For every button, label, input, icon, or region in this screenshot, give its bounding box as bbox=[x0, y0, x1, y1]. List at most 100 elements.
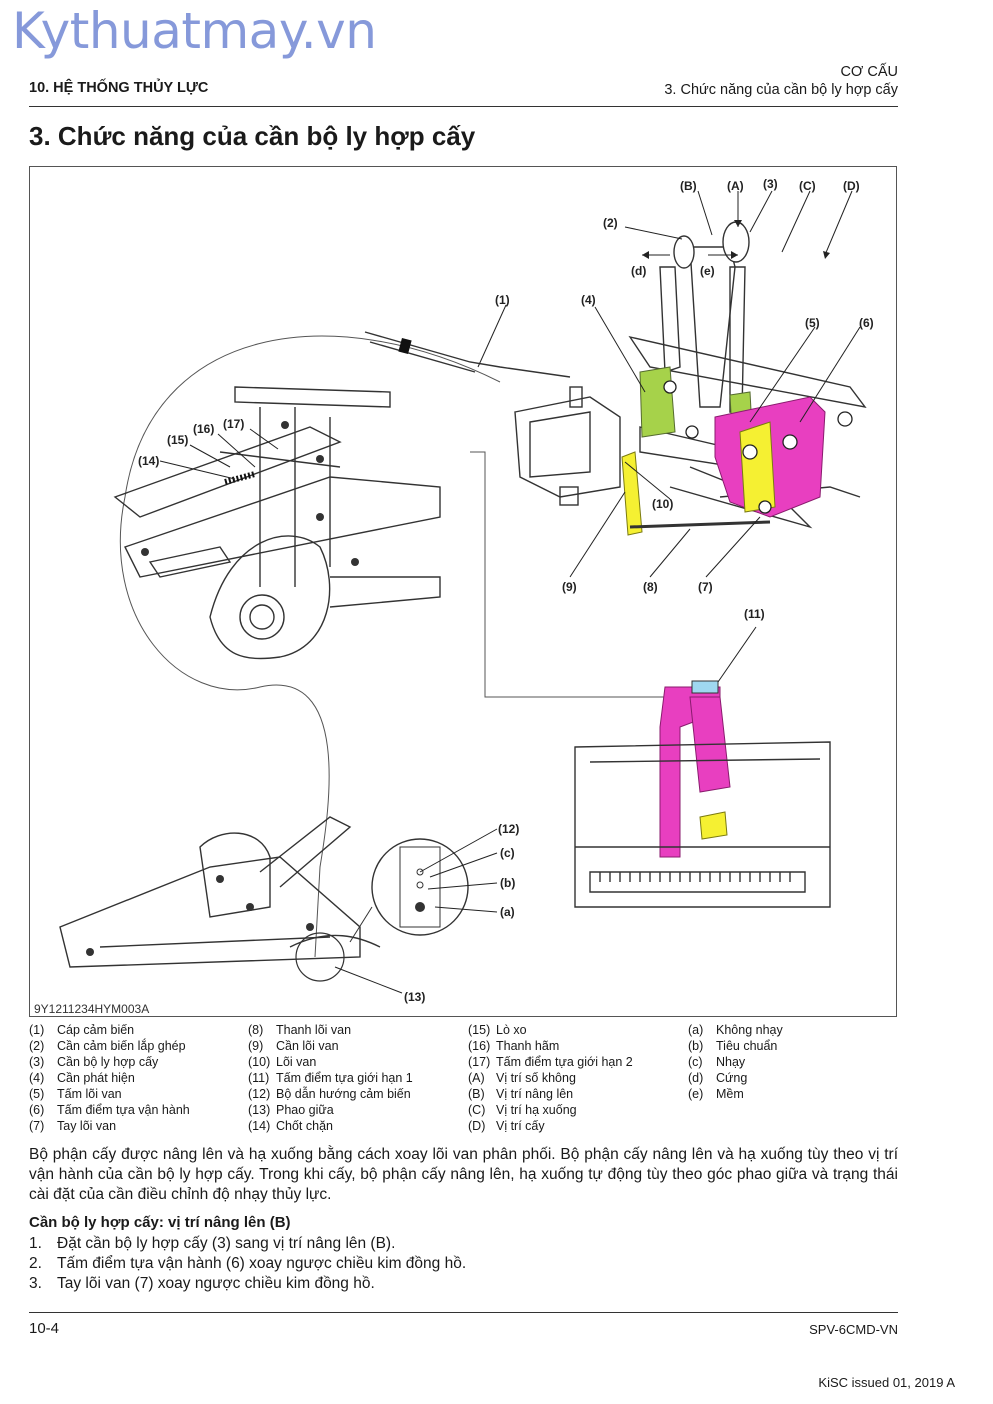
legend-text: Tấm điểm tựa giới hạn 1 bbox=[276, 1071, 413, 1085]
legend-item: (7)Tay lõi van bbox=[29, 1118, 190, 1134]
legend-item: (15) Lò xo bbox=[468, 1022, 633, 1038]
legend-text: Cần lõi van bbox=[276, 1039, 339, 1053]
legend-item: (b)Tiêu chuẩn bbox=[688, 1038, 783, 1054]
legend-key: (13) bbox=[248, 1103, 271, 1117]
header-divider bbox=[29, 106, 898, 107]
legend-item: (4) Cần phát hiện bbox=[29, 1070, 190, 1086]
subheading: Cần bộ ly hợp cấy: vị trí nâng lên (B) bbox=[29, 1214, 291, 1231]
step-number: 3. bbox=[29, 1275, 42, 1292]
legend-key: (5) bbox=[29, 1087, 45, 1101]
header-right: CƠ CẤU 3. Chức năng của cần bộ ly hợp cấ… bbox=[664, 63, 898, 99]
legend-item: (8) Thanh lõi van bbox=[248, 1022, 413, 1038]
step-text: Đặt cần bộ ly hợp cấy (3) sang vị trí nâ… bbox=[57, 1235, 396, 1252]
callout-B: (B) bbox=[680, 179, 697, 193]
legend-key: (9) bbox=[248, 1039, 264, 1053]
legend-key: (15) bbox=[468, 1023, 491, 1037]
callout-d: (d) bbox=[631, 264, 646, 278]
legend-key: (c) bbox=[688, 1055, 703, 1069]
legend-key: (16) bbox=[468, 1039, 491, 1053]
legend-key: (C) bbox=[468, 1103, 486, 1117]
document-code: SPV-6CMD-VN bbox=[809, 1322, 898, 1337]
legend-item: (16)Thanh hãm bbox=[468, 1038, 633, 1054]
header-section: 10. HỆ THỐNG THỦY LỰC bbox=[29, 80, 209, 96]
page-title: 3. Chức năng của cần bộ ly hợp cấy bbox=[29, 121, 476, 151]
step-item: 3.Tay lõi van (7) xoay ngược chiều kim đ… bbox=[29, 1274, 466, 1294]
callout-8: (8) bbox=[643, 580, 658, 594]
legend-key: (2) bbox=[29, 1039, 45, 1053]
legend-text: Cần phát hiện bbox=[57, 1071, 135, 1085]
legend-text: Vị trí hạ xuống bbox=[496, 1103, 577, 1117]
legend-key: (D) bbox=[468, 1119, 486, 1133]
callout-16: (16) bbox=[193, 422, 214, 436]
legend-key: (3) bbox=[29, 1055, 45, 1069]
legend-text: Cần bộ ly hợp cấy bbox=[57, 1055, 159, 1069]
legend-item: (A)Vị trí số không bbox=[468, 1070, 633, 1086]
legend-text: Cứng bbox=[716, 1071, 748, 1085]
legend-item: (2)Cần cảm biến lắp ghép bbox=[29, 1038, 190, 1054]
legend-column-3: (15) Lò xo (16)Thanh hãm (17)Tấm điểm tựa… bbox=[468, 1022, 633, 1134]
legend-key: (B) bbox=[468, 1087, 485, 1101]
legend-text: Mềm bbox=[716, 1087, 744, 1101]
legend-key: (12) bbox=[248, 1087, 271, 1101]
callout-17: (17) bbox=[223, 417, 244, 431]
steps-list: 1.Đặt cần bộ ly hợp cấy (3) sang vị trí … bbox=[29, 1234, 466, 1294]
callout-10: (10) bbox=[652, 497, 673, 511]
callout-3: (3) bbox=[763, 177, 778, 191]
watermark-logo: Kythuatmay.vn bbox=[12, 2, 377, 60]
legend-item: (c) Nhạy bbox=[688, 1054, 783, 1070]
legend-item: (d) Cứng bbox=[688, 1070, 783, 1086]
legend-text: Tiêu chuẩn bbox=[716, 1039, 778, 1053]
legend-key: (d) bbox=[688, 1071, 704, 1085]
legend-text: Tấm lõi van bbox=[57, 1087, 122, 1101]
legend-column-2: (8) Thanh lõi van (9) Cần lõi van (10) Lõi … bbox=[248, 1022, 413, 1134]
legend-key: (8) bbox=[248, 1023, 264, 1037]
legend-key: (10) bbox=[248, 1055, 271, 1069]
legend-item: (3) Cần bộ ly hợp cấy bbox=[29, 1054, 190, 1070]
legend-item: (5) Tấm lõi van bbox=[29, 1086, 190, 1102]
legend-key: (11) bbox=[248, 1071, 270, 1085]
legend-text: Phao giữa bbox=[276, 1103, 334, 1117]
legend-item: (17)Tấm điểm tựa giới hạn 2 bbox=[468, 1054, 633, 1070]
legend-text: Lò xo bbox=[496, 1023, 527, 1037]
legend-item: (14) Chốt chặn bbox=[248, 1118, 413, 1134]
highlight-yellow bbox=[621, 421, 776, 840]
legend-text: Chốt chặn bbox=[276, 1119, 333, 1133]
step-text: Tấm điểm tựa vận hành (6) xoay ngược chi… bbox=[57, 1255, 467, 1272]
legend-item: (1)Cáp cảm biến bbox=[29, 1022, 190, 1038]
callout-6: (6) bbox=[859, 316, 874, 330]
legend-text: Bộ dẫn hướng cảm biến bbox=[276, 1087, 411, 1101]
callout-15: (15) bbox=[167, 433, 188, 447]
legend-text: Vị trí số không bbox=[496, 1071, 576, 1085]
legend-text: Thanh lõi van bbox=[276, 1023, 352, 1037]
legend-text: Nhạy bbox=[716, 1055, 746, 1069]
step-item: 2.Tấm điểm tựa vận hành (6) xoay ngược c… bbox=[29, 1254, 466, 1274]
legend-text: Tấm điểm tựa vận hành bbox=[57, 1103, 190, 1117]
legend-key: (e) bbox=[688, 1087, 704, 1101]
legend-key: (6) bbox=[29, 1103, 45, 1117]
callout-2: (2) bbox=[603, 216, 618, 230]
callout-13: (13) bbox=[404, 990, 425, 1004]
callout-a: (a) bbox=[500, 905, 515, 919]
legend-text: Lõi van bbox=[276, 1055, 317, 1069]
legend-key: (1) bbox=[29, 1023, 45, 1037]
legend-item: (12) Bộ dẫn hướng cảm biến bbox=[248, 1086, 413, 1102]
legend-key: (14) bbox=[248, 1119, 271, 1133]
legend-item: (B)Vị trí nâng lên bbox=[468, 1086, 633, 1102]
mechanism-diagram: (B) (A) (3) (C) (D) (2) (d) (e) (1) (4) … bbox=[34, 177, 874, 1016]
callout-12: (12) bbox=[498, 822, 519, 836]
legend-key: (4) bbox=[29, 1071, 45, 1085]
callout-1: (1) bbox=[495, 293, 510, 307]
legend-key: (a) bbox=[688, 1023, 704, 1037]
header-subsection: 3. Chức năng của cần bộ ly hợp cấy bbox=[664, 82, 898, 98]
step-item: 1.Đặt cần bộ ly hợp cấy (3) sang vị trí … bbox=[29, 1234, 466, 1254]
callout-4: (4) bbox=[581, 293, 596, 307]
callout-7: (7) bbox=[698, 580, 713, 594]
callout-5: (5) bbox=[805, 316, 820, 330]
legend-item: (13) Phao giữa bbox=[248, 1102, 413, 1118]
legend-item: (10) Lõi van bbox=[248, 1054, 413, 1070]
legend-item: (9) Cần lõi van bbox=[248, 1038, 413, 1054]
legend-column-4: (a) Không nhạy (b)Tiêu chuẩn (c) Nhạy (d) C… bbox=[688, 1022, 783, 1102]
legend-text: Không nhạy bbox=[716, 1023, 783, 1037]
legend-key: (7) bbox=[29, 1119, 45, 1133]
callout-A: (A) bbox=[727, 179, 744, 193]
